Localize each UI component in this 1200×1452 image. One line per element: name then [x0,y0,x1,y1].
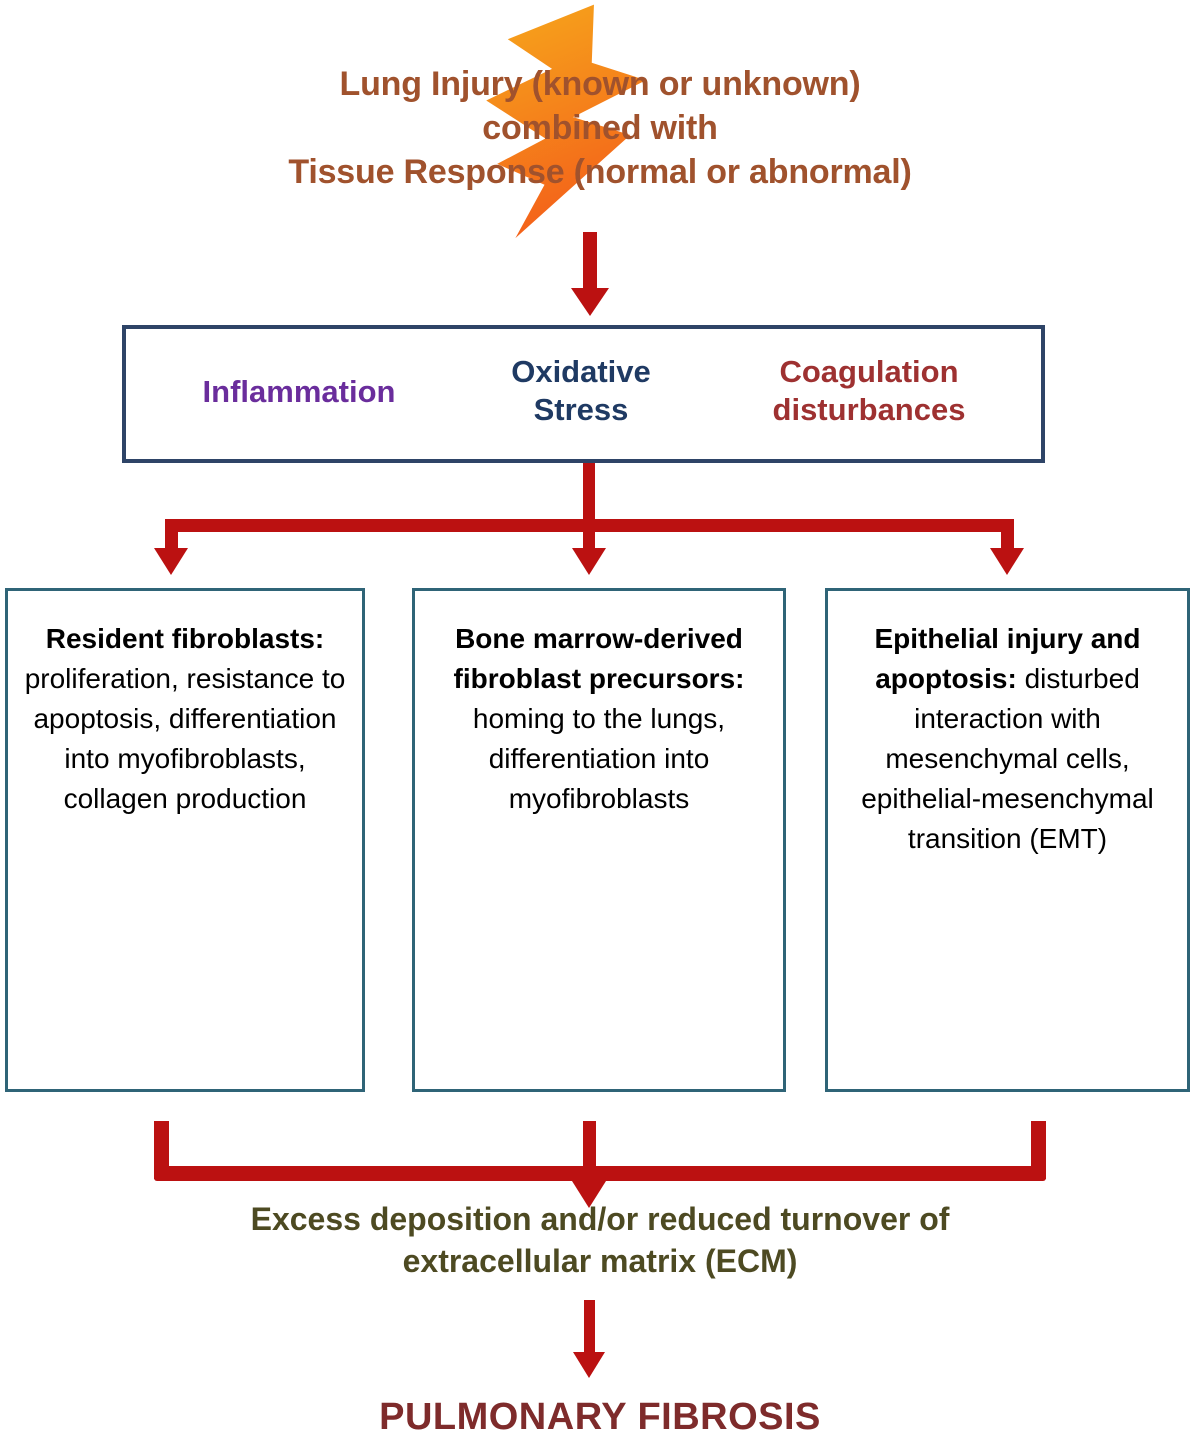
arrow-ecm-to-final-shaft [584,1300,595,1355]
merge-riser-left [154,1121,169,1179]
merge-arrow-head [572,1181,606,1208]
mechanism-box-bone-marrow-precursors: Bone marrow-derived fibroblast precursor… [412,588,786,1092]
mediator-coagulation: Coagulation disturbances [714,353,1024,429]
branch-trunk [583,463,595,526]
header-line-3: Tissue Response (normal or abnormal) [288,153,912,191]
merge-riser-right [1031,1121,1046,1179]
mechanism-box-resident-fibroblasts: Resident fibroblasts: proliferation, res… [5,588,365,1092]
mechanism-title-1: Bone marrow-derived fibroblast precursor… [453,623,745,694]
outcome-ecm-text: Excess deposition and/or reduced turnove… [100,1198,1100,1282]
mediators-box: Inflammation Oxidative Stress Coagulatio… [122,325,1045,463]
mechanism-title-0: Resident fibroblasts: [45,623,325,654]
branch-drop-left [165,519,178,551]
branch-arrow-right-head [990,548,1024,575]
mechanism-body-2: disturbed interaction with mesenchymal c… [861,663,1154,854]
mediator-coagulation-line2: disturbances [772,392,966,427]
arrow-header-to-mediators-shaft [583,232,597,290]
mediator-oxidative-stress-line2: Stress [533,392,629,427]
mechanism-title-2: Epithelial injury and apoptosis: [874,623,1141,694]
merge-horizontal-bar [154,1166,1046,1181]
mediator-inflammation: Inflammation [154,373,444,411]
branch-drop-center [583,519,595,551]
header-line-1: Lung Injury (known or unknown) [339,65,861,103]
mechanism-box-epithelial-injury: Epithelial injury and apoptosis: disturb… [825,588,1190,1092]
branch-arrow-left-head [154,548,188,575]
mediator-coagulation-line1: Coagulation [779,354,959,389]
final-outcome-label: PULMONARY FIBROSIS [379,1396,821,1438]
mechanism-body-0: proliferation, resistance to apoptosis, … [24,663,346,814]
header-line-2: combined with [482,109,718,147]
arrow-ecm-to-final-head [573,1352,605,1378]
header-title: Lung Injury (known or unknown) combined … [120,62,1080,194]
branch-arrow-center-head [572,548,606,575]
arrow-header-to-mediators-head [571,288,609,316]
branch-drop-right [1001,519,1014,551]
merge-riser-center [583,1121,596,1179]
outcome-ecm-line-2: extracellular matrix (ECM) [402,1243,798,1279]
outcome-ecm-line-1: Excess deposition and/or reduced turnove… [250,1201,950,1237]
mediator-inflammation-label: Inflammation [202,374,396,409]
mediator-oxidative-stress-line1: Oxidative [511,354,651,389]
mechanism-body-1: homing to the lungs, differentiation int… [472,703,726,814]
mediator-oxidative-stress: Oxidative Stress [456,353,706,429]
lightning-bolt-icon [470,2,700,248]
merge-arrow-shaft [583,1166,596,1184]
